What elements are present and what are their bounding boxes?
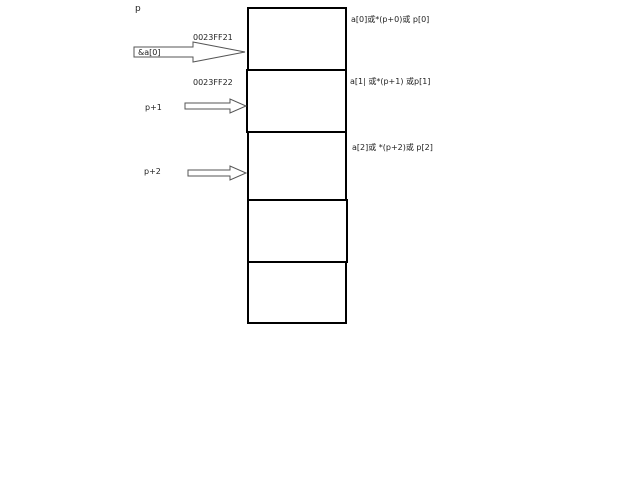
p-plus-two-arrow	[187, 165, 248, 181]
memory-cell-1	[246, 69, 347, 133]
memory-cell-2	[247, 131, 347, 201]
address-label-second: 0023FF22	[193, 78, 233, 87]
address-label-first: 0023FF21	[193, 33, 233, 42]
p-plus-one-arrow	[184, 98, 248, 114]
p-plus-one-label: p+1	[145, 103, 162, 112]
memory-cell-4	[247, 261, 347, 324]
pointer-label: p	[135, 4, 141, 14]
cell-label-0: a[0]或*(p+0)或 p[0]	[351, 14, 429, 24]
cell-label-2: a[2]或 *(p+2)或 p[2]	[352, 142, 433, 152]
memory-cell-3	[247, 199, 348, 263]
memory-cell-0	[247, 7, 347, 71]
p-plus-two-label: p+2	[144, 167, 161, 176]
base-address-arrow	[133, 41, 246, 63]
cell-label-1: a[1| 或*(p+1) 或p[1]	[350, 76, 430, 86]
base-address-arrow-label: &a[0]	[138, 48, 160, 57]
